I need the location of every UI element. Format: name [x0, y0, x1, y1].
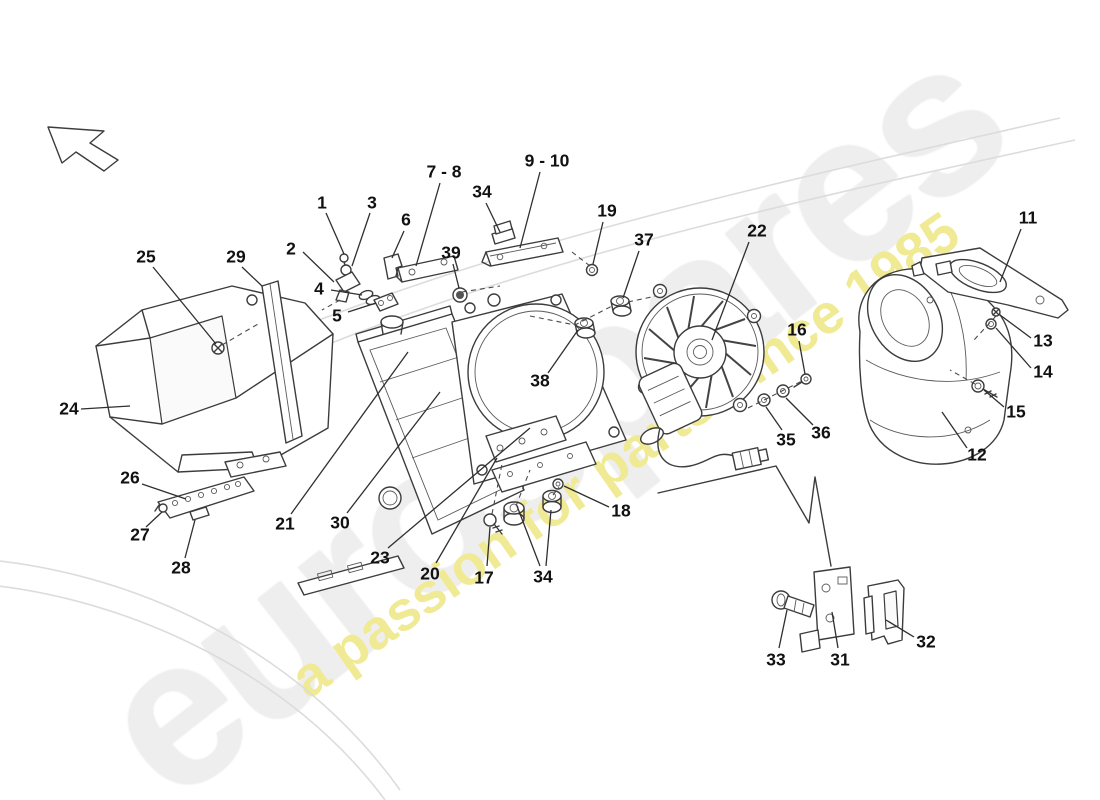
bracket-7-8 — [395, 255, 459, 283]
clamp-34-top — [491, 220, 516, 245]
rubber-bushings-34 — [503, 489, 562, 526]
callout-14[interactable]: 14 — [1033, 361, 1053, 382]
callout-15[interactable]: 15 — [1006, 401, 1026, 422]
fan-shroud — [451, 293, 627, 493]
retainer-clip-32 — [863, 579, 905, 645]
callout-29[interactable]: 29 — [226, 246, 246, 267]
callout-21[interactable]: 21 — [275, 513, 295, 534]
callout-3[interactable]: 3 — [367, 192, 377, 213]
callout-23[interactable]: 23 — [370, 547, 390, 568]
callout-leader-lines — [80, 171, 1032, 649]
callout-35[interactable]: 35 — [776, 429, 796, 450]
callout-34-bottom[interactable]: 34 — [533, 566, 553, 587]
fan-cable — [657, 427, 735, 468]
clamp-5 — [373, 292, 399, 312]
electric-fan — [635, 283, 770, 471]
bolt-33 — [771, 590, 815, 618]
filler-neck — [380, 315, 404, 329]
cable-connector — [731, 447, 770, 471]
callout-6[interactable]: 6 — [401, 209, 411, 230]
callout-34-top[interactable]: 34 — [472, 181, 492, 202]
callout-18[interactable]: 18 — [611, 500, 631, 521]
callout-16[interactable]: 16 — [787, 319, 807, 340]
screw-27 — [158, 503, 168, 513]
callout-28[interactable]: 28 — [171, 557, 191, 578]
callout-30[interactable]: 30 — [330, 512, 350, 533]
bushing-37 — [610, 295, 632, 317]
sensor-body — [335, 271, 361, 293]
callout-20[interactable]: 20 — [420, 563, 440, 584]
callout-39[interactable]: 39 — [441, 242, 461, 263]
nut-19 — [585, 263, 599, 277]
callout-25[interactable]: 25 — [136, 246, 156, 267]
callout-2[interactable]: 2 — [286, 238, 296, 259]
callout-7-8[interactable]: 7 - 8 — [426, 161, 462, 182]
grommet-39 — [452, 287, 468, 303]
callout-4[interactable]: 4 — [314, 278, 324, 299]
right-air-duct — [858, 268, 1013, 465]
callout-38[interactable]: 38 — [530, 370, 550, 391]
direction-arrow-icon — [47, 126, 119, 172]
callout-31[interactable]: 31 — [830, 649, 850, 670]
watermark-swoosh — [0, 117, 1076, 800]
bushing-38 — [574, 317, 596, 339]
callout-17[interactable]: 17 — [474, 567, 494, 588]
bracket-31 — [799, 566, 855, 653]
callout-27[interactable]: 27 — [130, 524, 150, 545]
alignment-dashes — [221, 251, 997, 515]
callout-13[interactable]: 13 — [1033, 330, 1053, 351]
callout-26[interactable]: 26 — [120, 467, 140, 488]
screw-16 — [793, 373, 812, 388]
shroud-bottom-plate — [491, 441, 597, 493]
nut-18 — [552, 478, 564, 490]
outlet-pipe — [378, 486, 402, 510]
fastener-13-14 — [985, 307, 1001, 330]
callout-11[interactable]: 11 — [1018, 207, 1038, 228]
sealing-strip — [261, 280, 303, 444]
screw-17 — [483, 513, 497, 527]
callout-37[interactable]: 37 — [634, 229, 654, 250]
lower-rail — [224, 451, 405, 596]
bracket-9-10 — [481, 220, 564, 267]
fan-motor — [638, 362, 703, 445]
left-air-duct — [95, 285, 334, 473]
callout-33[interactable]: 33 — [766, 649, 786, 670]
clip-28 — [189, 506, 210, 521]
top-cover-bracket — [911, 247, 1069, 319]
callout-22[interactable]: 22 — [747, 220, 767, 241]
bracket-6 — [383, 253, 403, 280]
callout-19[interactable]: 19 — [597, 200, 617, 221]
callout-1[interactable]: 1 — [317, 192, 327, 213]
washer-35 — [757, 393, 771, 407]
lower-mounting-plate — [483, 415, 567, 535]
callout-5[interactable]: 5 — [332, 305, 342, 326]
temperature-sensor-group — [335, 253, 403, 312]
mounting-bracket-26 — [154, 476, 255, 521]
callout-12[interactable]: 12 — [967, 444, 987, 465]
callout-32[interactable]: 32 — [916, 631, 936, 652]
callout-9-10[interactable]: 9 - 10 — [524, 150, 570, 171]
callout-36[interactable]: 36 — [811, 422, 831, 443]
callout-24[interactable]: 24 — [59, 398, 79, 419]
harness-routing-line — [657, 465, 832, 567]
